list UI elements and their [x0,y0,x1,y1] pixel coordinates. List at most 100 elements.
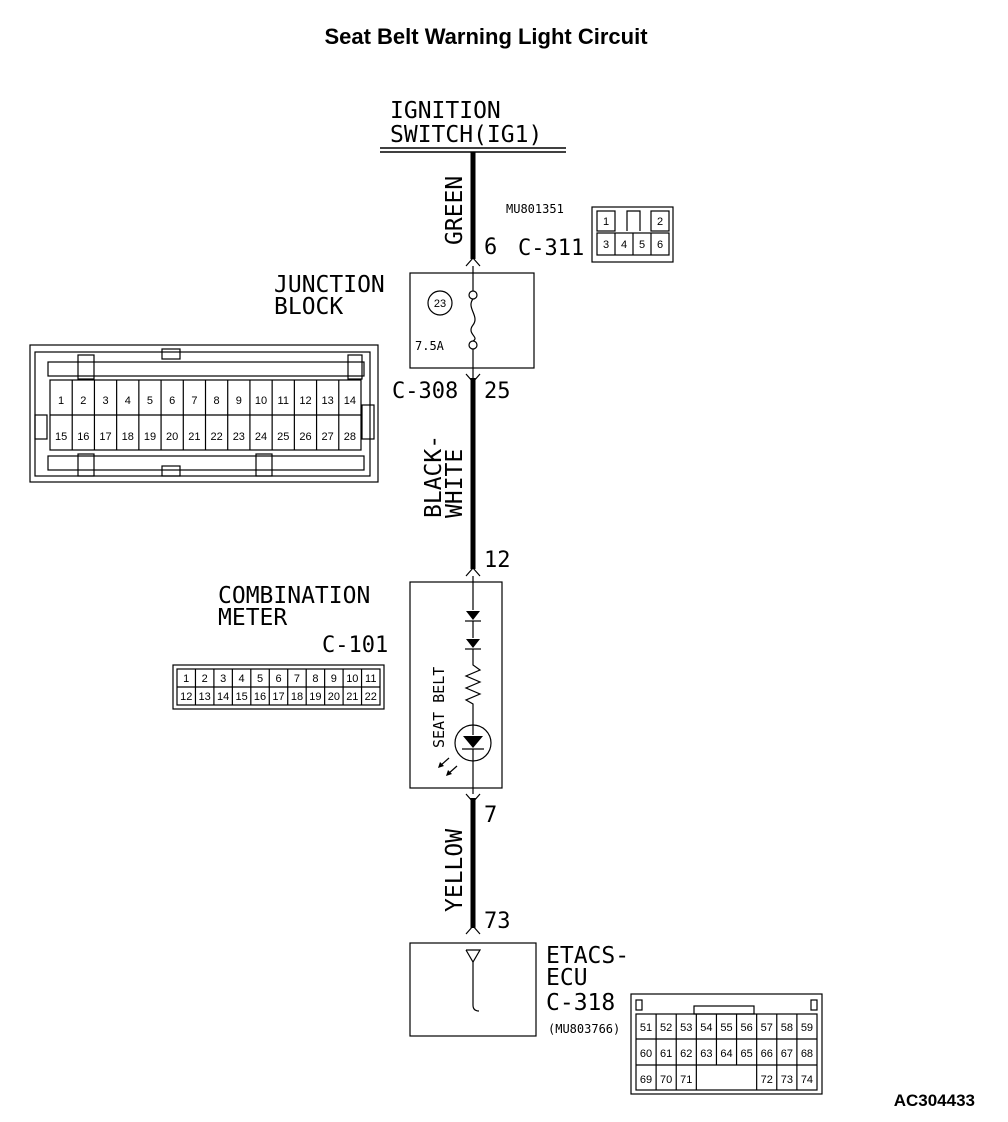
resistor-icon [464,649,482,725]
connector-cell-label: 11 [278,395,289,407]
connector-cell-label: 57 [761,1022,773,1034]
junction-block-label-line1: JUNCTION [274,272,385,298]
connector-cell-label: 12 [299,395,311,407]
etacs-ecu-terminal [465,949,482,1012]
c318-part-number: (MU803766) [548,1022,620,1036]
c308-connector-face: 1152163174185196207218229231024112512261… [29,344,379,483]
c101-connector-label: C-101 [322,633,388,658]
pin-6: 6 [484,235,497,260]
connector-cell-label: 23 [233,431,245,443]
connector-cell-label: 14 [217,691,229,703]
etacs-ecu-label-line1: ETACS- [546,943,629,969]
connector-cell-label: 68 [801,1048,813,1060]
connector-cell-label: 9 [331,673,337,685]
connector-cell-label: 7 [294,673,300,685]
wire-color-green: GREEN [442,176,468,245]
connector-cell-label: 16 [77,431,89,443]
connector-cell-label: 4 [125,395,131,407]
connector-cell-label: 60 [640,1048,652,1060]
connector-cell-label: 21 [188,431,200,443]
c308-connector-label: C-308 [392,379,458,404]
connector-cell-label: 52 [660,1022,672,1034]
reference-number: AC304433 [894,1091,975,1110]
connector-cell-label: 72 [761,1074,773,1086]
connector-cell-label: 14 [344,395,356,407]
connector-cell-label: 63 [700,1048,712,1060]
connector-cell-label: 13 [322,395,334,407]
connector-cell-label: 3 [220,673,226,685]
connector-cell-label: 71 [680,1074,692,1086]
connector-cell-label: 2 [80,395,86,407]
fuse: 23 [427,266,478,378]
connector-cell-label: 55 [720,1022,732,1034]
connector-cell-label: 28 [344,431,356,443]
connector-cell-label: 5 [147,395,153,407]
c311-part-number: MU801351 [506,202,564,216]
connector-cell-label: 69 [640,1074,652,1086]
connector-cell-label: 25 [277,431,289,443]
connector-cell-label: 19 [309,691,321,703]
connector-cell-label: 53 [680,1022,692,1034]
connector-cell-label: 10 [255,395,267,407]
connector-cell-label: 5 [257,673,263,685]
connector-cell-label: 19 [144,431,156,443]
c311-cell: 6 [657,239,663,251]
connector-cell-label: 2 [202,673,208,685]
diode-icon [466,611,480,620]
connector-cell-label: 6 [169,395,175,407]
connector-cell-label: 70 [660,1074,672,1086]
connector-cell-label: 24 [255,431,267,443]
diagram-title: Seat Belt Warning Light Circuit [324,24,648,49]
connector-cell-label: 1 [58,395,64,407]
connector-cell-label: 6 [275,673,281,685]
connector-cell-label: 8 [312,673,318,685]
connector-chevrons [465,257,481,935]
diode-icon [466,639,480,648]
connector-cell-label: 22 [210,431,222,443]
connector-cell-label: 9 [236,395,242,407]
c311-cell: 2 [657,216,663,228]
ignition-switch-label-line1: IGNITION [390,98,501,124]
connector-cell-label: 15 [55,431,67,443]
connector-cell-label: 62 [680,1048,692,1060]
connector-cell-label: 1 [183,673,189,685]
connector-cell-label: 12 [180,691,192,703]
etacs-ecu-box [409,942,537,1037]
connector-cell-label: 8 [214,395,220,407]
connector-cell-label: 15 [235,691,247,703]
seat-belt-warning-lamp-circuit [438,576,492,794]
c311-connector-label: C-311 [518,236,584,261]
c311-connector-face: 1 2 3 4 5 6 [591,206,674,263]
wire-color-white: WHITE [442,449,468,518]
pin-73: 73 [484,909,511,934]
connector-cell-label: 20 [166,431,178,443]
connector-cell-label: 10 [346,673,358,685]
connector-cell-label: 65 [740,1048,752,1060]
connector-cell-label: 66 [761,1048,773,1060]
etacs-ecu-label-line2: ECU [546,965,588,991]
combination-meter-label-line1: COMBINATION [218,583,370,609]
c311-cell: 4 [621,239,627,251]
junction-block-label-line2: BLOCK [274,294,343,320]
connector-cell-label: 16 [254,691,266,703]
connector-cell-label: 11 [365,673,376,685]
pin-25: 25 [484,379,511,404]
connector-cell-label: 7 [191,395,197,407]
combination-meter-label-line2: METER [218,605,287,631]
fuse-number: 23 [434,298,446,310]
c311-cell: 5 [639,239,645,251]
connector-cell-label: 18 [122,431,134,443]
connector-cell-label: 26 [299,431,311,443]
c311-cell: 3 [603,239,609,251]
connector-cell-label: 13 [199,691,211,703]
connector-cell-label: 3 [102,395,108,407]
c318-connector-label: C-318 [546,990,615,1016]
connector-cell-label: 61 [660,1048,672,1060]
wire-color-black: BLACK- [421,435,447,518]
connector-cell-label: 20 [328,691,340,703]
connector-cell-label: 74 [801,1074,813,1086]
connector-cell-label: 54 [700,1022,712,1034]
